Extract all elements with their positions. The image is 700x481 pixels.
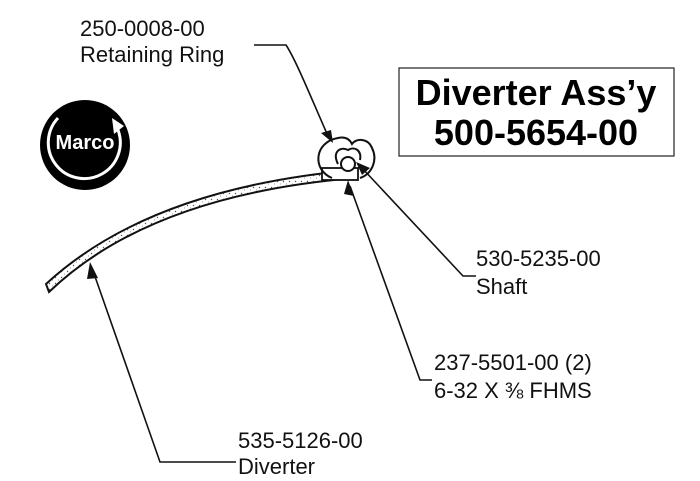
callout-shaft: 530-5235-00 Shaft (476, 246, 601, 299)
leader-screw (344, 180, 432, 381)
logo-text: Marco (56, 132, 115, 154)
leader-diverter (87, 262, 236, 463)
title-box: Diverter Ass’y 500-5654-00 (398, 67, 675, 157)
shaft-description: Shaft (476, 274, 527, 299)
shaft-part (340, 156, 356, 172)
callout-retaining-ring: 250-0008-00 Retaining Ring (80, 16, 224, 67)
callout-diverter: 535-5126-00 Diverter (238, 428, 363, 479)
diverter-description: Diverter (238, 454, 315, 479)
shaft-part-number: 530-5235-00 (476, 246, 601, 271)
screw-part-number: 237-5501-00 (2) (434, 350, 592, 375)
title-frame (398, 67, 675, 157)
retaining-ring-part-number: 250-0008-00 (80, 16, 205, 41)
screw-description: 6-32 X ⅜ FHMS (434, 378, 592, 403)
callout-screw: 237-5501-00 (2) 6-32 X ⅜ FHMS (434, 350, 592, 403)
leader-retaining-ring (254, 44, 333, 143)
marco-logo-icon: Marco (40, 100, 130, 190)
leader-shaft (356, 162, 476, 277)
title-line-2: 500-5654-00 (434, 112, 638, 153)
title-line-1: Diverter Ass’y (416, 72, 657, 113)
retaining-ring-description: Retaining Ring (80, 42, 224, 67)
retaining-ring-part (317, 136, 376, 179)
diverter-part-number: 535-5126-00 (238, 428, 363, 453)
